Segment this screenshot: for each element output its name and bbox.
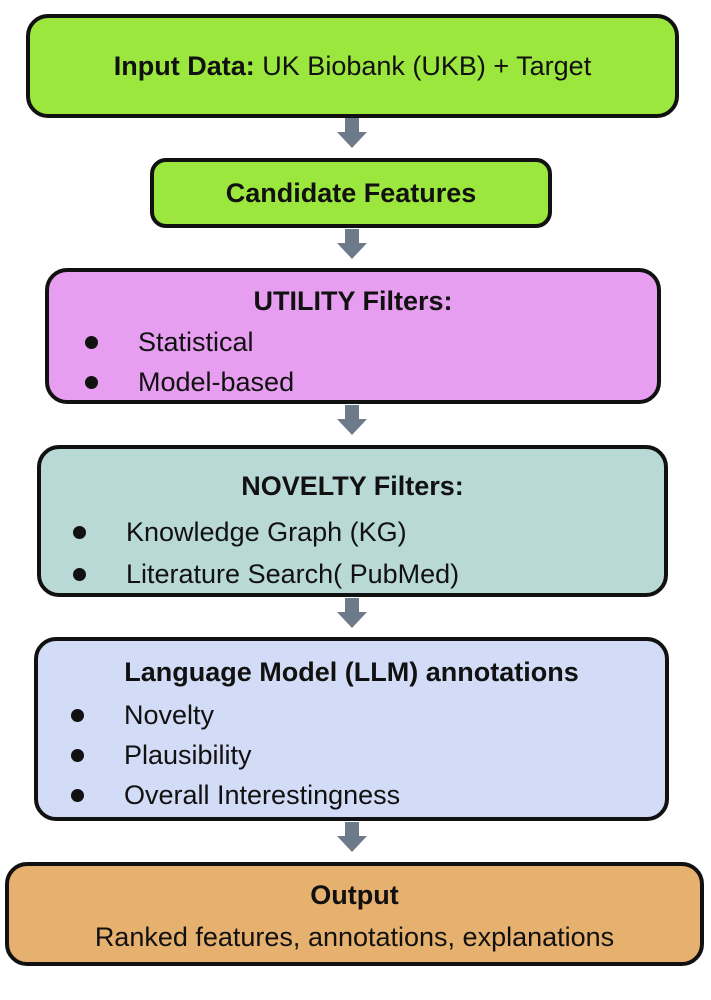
- down-arrow-icon: [336, 822, 368, 854]
- output-box: Output Ranked features, annotations, exp…: [5, 862, 704, 966]
- utility-filters-box: UTILITY Filters: Statistical Model-based: [45, 268, 661, 404]
- list-item-label: Novelty: [124, 699, 215, 730]
- candidate-features-box: Candidate Features: [150, 158, 552, 228]
- list-item-label: Literature Search( PubMed): [126, 558, 460, 589]
- input-data-label: Input Data:: [113, 50, 255, 81]
- list-item-label: Model-based: [138, 366, 295, 397]
- list-item: Novelty: [71, 695, 400, 735]
- bullet-icon: [73, 525, 86, 539]
- bullet-icon: [85, 335, 98, 349]
- list-item: Model-based: [85, 362, 294, 402]
- novelty-filters-list: Knowledge Graph (KG) Literature Search( …: [73, 511, 459, 595]
- utility-filters-list: Statistical Model-based: [85, 322, 294, 402]
- list-item: Overall Interestingness: [71, 775, 400, 815]
- output-text: Ranked features, annotations, explanatio…: [94, 922, 615, 952]
- bullet-icon: [71, 748, 84, 762]
- list-item-label: Plausibility: [124, 739, 252, 770]
- bullet-icon: [71, 788, 84, 802]
- list-item-label: Overall Interestingness: [124, 779, 401, 810]
- input-data-box: Input Data: UK Biobank (UKB) + Target: [26, 14, 679, 118]
- bullet-icon: [85, 375, 98, 389]
- down-arrow-icon: [336, 118, 368, 150]
- input-data-text: UK Biobank (UKB) + Target: [262, 50, 592, 81]
- output-title: Output: [310, 880, 399, 910]
- down-arrow-icon: [336, 405, 368, 437]
- bullet-icon: [73, 567, 86, 581]
- novelty-filters-title: NOVELTY Filters:: [241, 471, 464, 501]
- utility-filters-title: UTILITY Filters:: [253, 286, 453, 316]
- llm-annotations-box: Language Model (LLM) annotations Novelty…: [34, 637, 669, 821]
- list-item: Knowledge Graph (KG): [73, 511, 459, 553]
- down-arrow-icon: [336, 598, 368, 630]
- list-item-label: Statistical: [138, 326, 254, 357]
- novelty-filters-box: NOVELTY Filters: Knowledge Graph (KG) Li…: [37, 445, 668, 597]
- down-arrow-icon: [336, 229, 368, 261]
- list-item-label: Knowledge Graph (KG): [126, 516, 407, 547]
- llm-annotations-title: Language Model (LLM) annotations: [124, 657, 579, 687]
- list-item: Literature Search( PubMed): [73, 553, 459, 595]
- list-item: Plausibility: [71, 735, 400, 775]
- candidate-features-title: Candidate Features: [225, 177, 477, 208]
- list-item: Statistical: [85, 322, 294, 362]
- llm-annotations-list: Novelty Plausibility Overall Interesting…: [71, 695, 400, 815]
- bullet-icon: [71, 708, 84, 722]
